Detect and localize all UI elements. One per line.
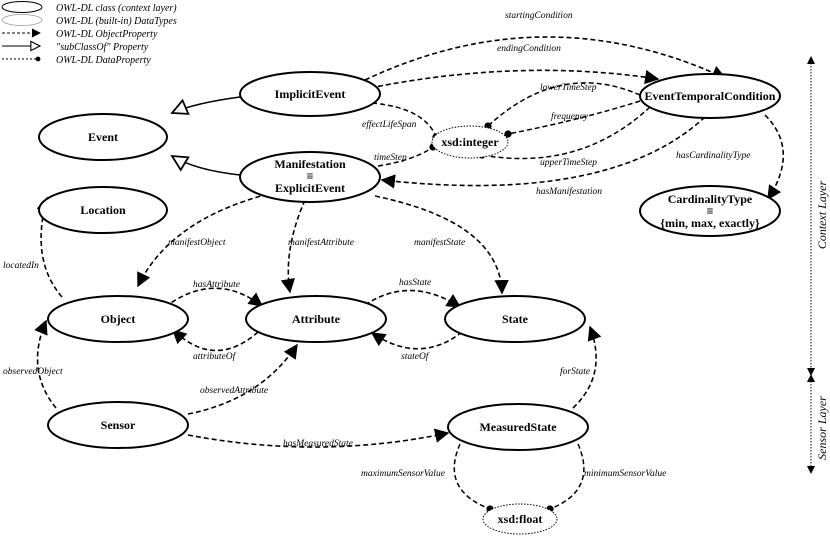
label-has-manifestation: hasManifestation — [536, 186, 602, 197]
label-manifest-state: manifestState — [414, 237, 465, 248]
node-state-label: State — [502, 312, 529, 326]
edges — [172, 96, 241, 176]
edge-minimum-sensor-value — [546, 443, 585, 513]
edge-effect-life-span — [371, 102, 440, 141]
edge-observed-object — [34, 319, 57, 409]
edge-has-measured-state — [187, 428, 450, 448]
edge-has-state — [364, 289, 462, 308]
data-property-edges — [371, 82, 651, 513]
edge-manifest-object — [137, 193, 269, 288]
edge-state-of — [370, 331, 463, 350]
label-state-of: stateOf — [401, 351, 430, 362]
node-event-label: Event — [88, 130, 118, 144]
node-xsd-integer-label: xsd:integer — [441, 135, 499, 149]
node-manifestation-equiv: ≡ — [307, 169, 314, 183]
legend-subclass-label: "subClassOf" Property — [56, 42, 149, 53]
legend-datatype-label: OWL-DL (built-in) DataTypes — [56, 16, 177, 27]
node-xsd-float: xsd:float — [482, 503, 558, 535]
edge-starting-condition — [364, 36, 727, 81]
edge-maximum-sensor-value — [453, 443, 494, 513]
label-effect-life-span: effectLifeSpan — [362, 119, 417, 130]
label-has-state: hasState — [399, 278, 431, 288]
node-object: Object — [47, 295, 189, 343]
label-located-in: locatedIn — [3, 261, 39, 271]
edge-labels: startingCondition endingCondition lowerT… — [3, 11, 750, 479]
node-location-label: Location — [80, 203, 126, 217]
edge-frequency — [504, 100, 641, 138]
edge-manifest-attribute — [280, 199, 306, 294]
label-has-measured-state: hasMeasuredState — [283, 439, 353, 449]
node-cardinality-type: CardinalityType ≡ {min, max, exactly} — [639, 185, 781, 237]
label-attribute-of: attributeOf — [193, 351, 237, 362]
node-attribute: Attribute — [245, 295, 387, 343]
node-cardinality-type-label-1: CardinalityType — [668, 192, 753, 206]
legend-object-property-label: OWL-DL ObjectProperty — [56, 29, 158, 40]
node-object-label: Object — [101, 312, 136, 326]
edge-attribute-of — [171, 329, 259, 352]
label-time-step: timeStep — [374, 153, 407, 163]
legend: OWL-DL class (context layer) OWL-DL (bui… — [1, 1, 177, 66]
edge-has-attribute — [164, 287, 264, 308]
edge-upper-time-step — [478, 106, 651, 160]
layer-indicators: Context Layer Sensor Layer — [807, 56, 829, 474]
edge-lower-time-step — [484, 82, 641, 130]
label-observed-object: observedObject — [3, 367, 63, 377]
node-implicit-event: ImplicitEvent — [239, 71, 381, 117]
legend-datatype-symbol — [1, 14, 43, 26]
label-has-attribute: hasAttribute — [193, 280, 240, 290]
context-layer-label: Context Layer — [815, 181, 829, 250]
node-event: Event — [38, 113, 168, 161]
label-starting-condition: startingCondition — [505, 11, 573, 21]
edge-implicit-subclass-event — [172, 96, 241, 113]
label-has-cardinality-type: hasCardinalityType — [676, 151, 750, 161]
node-xsd-integer: xsd:integer — [431, 125, 509, 159]
node-location: Location — [38, 186, 168, 234]
edge-ending-condition — [369, 69, 660, 89]
label-frequency: frequency — [551, 111, 589, 122]
edge-has-manifestation — [380, 116, 706, 189]
node-cardinality-type-label-2: {min, max, exactly} — [660, 216, 760, 230]
node-manifestation-label-1: Manifestation — [274, 157, 346, 171]
node-state: State — [444, 295, 586, 343]
node-sensor-label: Sensor — [101, 418, 136, 432]
label-manifest-object: manifestObject — [168, 237, 226, 248]
label-lower-time-step: lowerTimeStep — [540, 83, 597, 93]
edge-observed-attribute — [187, 343, 298, 415]
node-manifestation-label-2: ExplicitEvent — [275, 181, 345, 195]
node-event-temporal-condition-label: EventTemporalCondition — [645, 89, 776, 103]
node-implicit-event-label: ImplicitEvent — [275, 87, 346, 101]
label-observed-attribute: observedAttribute — [200, 386, 268, 396]
legend-data-property-label: OWL-DL DataProperty — [56, 55, 151, 66]
label-ending-condition: endingCondition — [497, 44, 561, 54]
nodes: ImplicitEvent Event Manifestation ≡ Expl… — [38, 71, 781, 535]
edge-has-cardinality-type — [764, 114, 785, 201]
node-sensor: Sensor — [47, 401, 189, 449]
label-upper-time-step: upperTimeStep — [540, 158, 597, 168]
edge-for-state — [572, 325, 602, 409]
node-attribute-label: Attribute — [292, 312, 341, 326]
legend-class-symbol — [1, 1, 43, 13]
label-manifest-attribute: manifestAttribute — [288, 237, 354, 248]
object-property-edges — [34, 36, 785, 448]
label-for-state: forState — [560, 366, 590, 377]
edge-manifest-state — [374, 195, 509, 295]
node-measured-state-label: MeasuredState — [479, 420, 557, 434]
node-xsd-float-label: xsd:float — [498, 512, 543, 526]
edge-time-step — [377, 143, 437, 167]
label-maximum-sensor-value: maximumSensorValue — [361, 469, 445, 479]
node-event-temporal-condition: EventTemporalCondition — [639, 73, 781, 119]
sensor-layer-label: Sensor Layer — [815, 396, 829, 460]
legend-class-label: OWL-DL class (context layer) — [56, 3, 177, 14]
label-minimum-sensor-value: minimumSensorValue — [584, 469, 666, 479]
node-measured-state: MeasuredState — [447, 403, 589, 451]
node-manifestation: Manifestation ≡ ExplicitEvent — [239, 151, 381, 203]
node-cardinality-type-equiv: ≡ — [707, 204, 714, 218]
edge-manifestation-subclass-event — [172, 156, 241, 176]
